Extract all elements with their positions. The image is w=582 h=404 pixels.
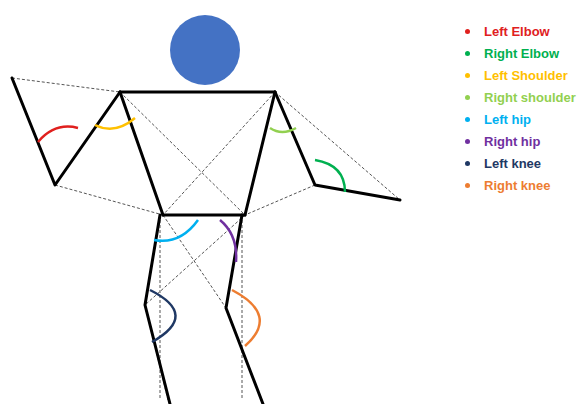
legend-entry: Left Shoulder	[465, 64, 576, 86]
legend-entry: Right Elbow	[465, 42, 576, 64]
legend-entry: Left hip	[465, 108, 576, 130]
legend-entry: Right knee	[465, 174, 576, 196]
legend-label: Left knee	[484, 156, 541, 171]
legend-label: Right shoulder	[484, 90, 576, 105]
legend-swatch	[465, 183, 470, 188]
legend-swatch	[465, 95, 470, 100]
legend-label: Left Shoulder	[484, 68, 568, 83]
legend-swatch	[465, 51, 470, 56]
legend-entry: Right shoulder	[465, 86, 576, 108]
legend-swatch	[465, 29, 470, 34]
legend-label: Left Elbow	[484, 24, 550, 39]
legend-label: Left hip	[484, 112, 531, 127]
legend-entry: Left Elbow	[465, 20, 576, 42]
legend-swatch	[465, 161, 470, 166]
legend-label: Right hip	[484, 134, 540, 149]
legend-swatch	[465, 73, 470, 78]
legend-swatch	[465, 139, 470, 144]
legend-entry: Left knee	[465, 152, 576, 174]
legend-label: Right knee	[484, 178, 550, 193]
legend: Left ElbowRight ElbowLeft ShoulderRight …	[465, 20, 576, 196]
legend-entry: Right hip	[465, 130, 576, 152]
legend-label: Right Elbow	[484, 46, 559, 61]
legend-swatch	[465, 117, 470, 122]
